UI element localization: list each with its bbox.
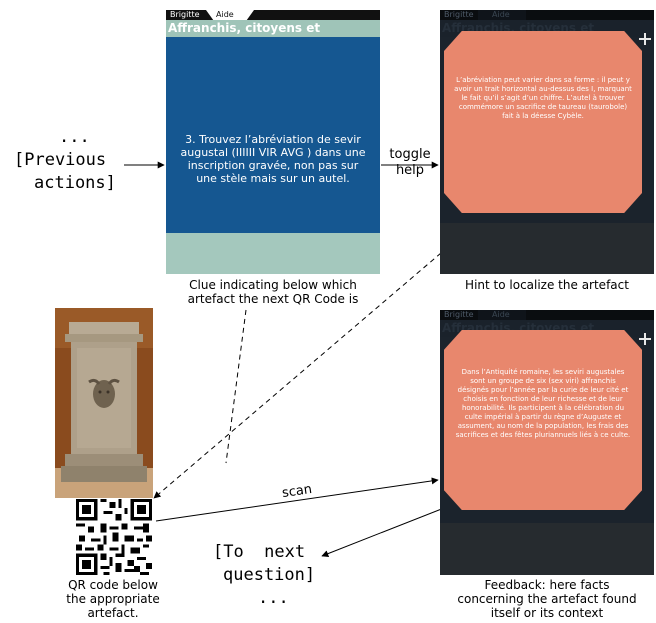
caption-hint: Hint to localize the artefact	[465, 278, 629, 292]
previous-line: [Previous	[14, 150, 107, 170]
bottom-panel	[166, 233, 380, 274]
tab-aide-label: Aide	[216, 10, 234, 19]
toggle-help-label: toggle help	[386, 147, 434, 179]
dashed-clue-to-artefact	[225, 309, 247, 464]
expand-icon[interactable]	[639, 33, 651, 45]
artefact-photo	[55, 308, 153, 498]
tab-aide[interactable]: Aide	[478, 310, 526, 320]
arrow-to-next-question	[321, 507, 445, 557]
clue-panel: 3. Trouvez l’abréviation de sevir august…	[166, 37, 380, 233]
feedback-screen: Brigitte Aide Affranchis, citoyens et no…	[440, 310, 654, 575]
caption-qr-line1: QR code below	[68, 578, 158, 592]
screen-title: Affranchis, citoyens et notables	[166, 20, 380, 52]
hint-popup: L’abréviation peut varier dans sa forme …	[444, 31, 642, 213]
caption-qr-line3: artefact.	[87, 606, 139, 620]
arrow-scan	[155, 477, 439, 522]
tab-aide[interactable]: Aide	[206, 10, 254, 20]
caption-feedback: Feedback: here facts concerning the arte…	[440, 578, 654, 620]
tab-bar: Brigitte Aide	[166, 10, 380, 20]
actions-line: actions]	[34, 173, 116, 193]
caption-clue: Clue indicating below which artefact the…	[155, 278, 391, 306]
to-next-line: [To next	[213, 542, 306, 562]
toggle-word: toggle	[389, 147, 431, 162]
next-question-label: [To next question] ...	[213, 541, 333, 610]
low-panel	[440, 223, 654, 274]
caption-feedback-line2: concerning the artefact found	[457, 592, 637, 606]
caption-clue-line2: artefact the next QR Code is	[187, 292, 359, 306]
caption-qr-line2: the appropriate	[66, 592, 160, 606]
tab-aide[interactable]: Aide	[478, 10, 526, 20]
clue-text: 3. Trouvez l’abréviation de sevir august…	[180, 133, 366, 185]
clue-screen: Brigitte Aide Affranchis, citoyens et no…	[166, 10, 380, 274]
caption-feedback-line1: Feedback: here facts	[484, 578, 610, 592]
previous-ellipsis: ...	[59, 127, 90, 147]
previous-actions-label: ... [Previous actions]	[14, 126, 134, 195]
hint-screen: Brigitte Aide Affranchis, citoyens et no…	[440, 10, 654, 274]
caption-qr: QR code below the appropriate artefact.	[40, 578, 186, 620]
caption-clue-line1: Clue indicating below which	[189, 278, 357, 292]
tab-brigitte[interactable]: Brigitte	[170, 10, 200, 19]
next-ellipsis: ...	[258, 588, 289, 608]
caption-feedback-line3: itself or its context	[490, 606, 604, 620]
tab-aide-label: Aide	[492, 10, 510, 19]
qr-code-icon[interactable]	[76, 499, 152, 575]
tab-brigitte[interactable]: Brigitte	[444, 310, 474, 319]
tab-bar: Brigitte Aide	[440, 310, 654, 320]
tab-brigitte[interactable]: Brigitte	[444, 10, 474, 19]
low-panel	[440, 523, 654, 575]
hint-text: L’abréviation peut varier dans sa forme …	[454, 76, 632, 120]
help-word: help	[395, 163, 425, 178]
question-line: question]	[223, 565, 316, 585]
expand-icon[interactable]	[639, 333, 651, 345]
feedback-popup: Dans l’Antiquité romaine, les seviri aug…	[444, 330, 642, 510]
tab-bar: Brigitte Aide	[440, 10, 654, 20]
feedback-text: Dans l’Antiquité romaine, les seviri aug…	[455, 368, 631, 439]
tab-aide-label: Aide	[492, 310, 510, 319]
